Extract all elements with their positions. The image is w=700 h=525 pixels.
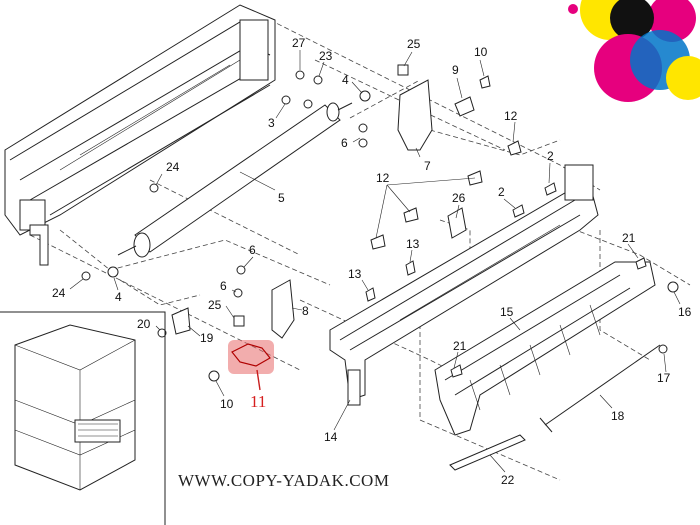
guide-rod	[539, 344, 661, 433]
bracket-8	[271, 279, 295, 339]
label-25: 25	[208, 298, 222, 312]
label-19: 19	[200, 331, 214, 345]
film-strip	[449, 434, 526, 471]
label-2: 2	[498, 185, 505, 199]
label-2: 2	[547, 149, 554, 163]
bracket-19	[171, 307, 191, 335]
label-16: 16	[678, 305, 692, 319]
assembly-guide-lines	[29, 19, 691, 481]
label-13: 13	[348, 267, 362, 281]
pressure-roller	[117, 102, 353, 258]
label-18: 18	[611, 409, 625, 423]
label-11-highlighted: 11	[250, 392, 266, 411]
label-6: 6	[220, 279, 227, 293]
label-15: 15	[500, 305, 514, 319]
highlighted-part-11[interactable]	[228, 340, 274, 391]
label-3: 3	[268, 116, 275, 130]
watermark-text: WWW.COPY-YADAK.COM	[178, 471, 389, 490]
label-17: 17	[657, 371, 671, 385]
label-21: 21	[622, 231, 636, 245]
printer-inset	[0, 311, 166, 525]
cmyk-logo	[568, 0, 700, 102]
label-27: 27	[292, 36, 306, 50]
bracket-7	[397, 79, 433, 151]
label-10: 10	[474, 45, 488, 59]
label-5: 5	[278, 191, 285, 205]
label-7: 7	[424, 159, 431, 173]
label-25: 25	[407, 37, 421, 51]
label-6: 6	[249, 243, 256, 257]
leader-lines	[69, 50, 681, 473]
label-8: 8	[302, 304, 309, 318]
label-22: 22	[501, 473, 515, 487]
label-6: 6	[341, 136, 348, 150]
label-10: 10	[220, 397, 234, 411]
label-14: 14	[324, 430, 338, 444]
guide-plate	[434, 261, 656, 436]
label-12: 12	[376, 171, 390, 185]
lower-frame	[329, 164, 599, 406]
fuser-frame	[4, 4, 276, 266]
label-20: 20	[137, 317, 151, 331]
part-labels: 27 23 25 10 9 4 3 12 6 7 2 24 5 12 26 2 …	[52, 36, 692, 487]
label-4: 4	[342, 73, 349, 87]
label-24: 24	[52, 286, 66, 300]
label-4: 4	[115, 290, 122, 304]
label-9: 9	[452, 63, 459, 77]
label-26: 26	[452, 191, 466, 205]
small-hardware	[81, 64, 679, 382]
label-23: 23	[319, 49, 333, 63]
label-21: 21	[453, 339, 467, 353]
label-12: 12	[504, 109, 518, 123]
label-13: 13	[406, 237, 420, 251]
label-24: 24	[166, 160, 180, 174]
